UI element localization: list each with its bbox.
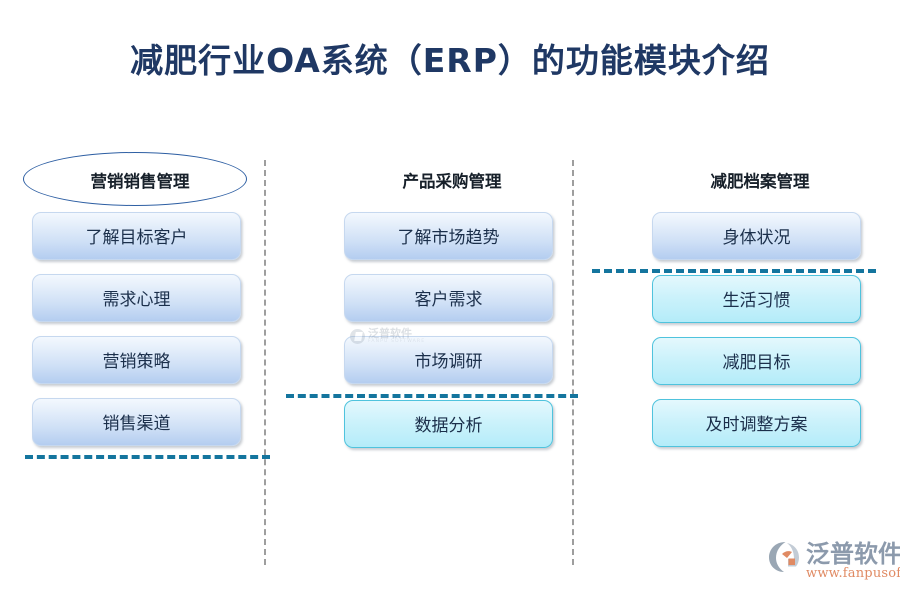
fanpu-logo-icon (768, 541, 802, 573)
brand-logo[interactable]: 泛普软件 www.fanpusoft.com (768, 541, 900, 581)
module-box[interactable]: 市场调研 (344, 336, 553, 384)
brand-logo-text: 泛普软件 www.fanpusoft.com (806, 541, 900, 581)
module-label: 市场调研 (414, 351, 483, 371)
header-highlight-ellipse (23, 152, 247, 206)
column-divider-2 (572, 160, 574, 565)
brand-name: 泛普软件 (806, 540, 900, 568)
module-box[interactable]: 销售渠道 (32, 398, 241, 446)
module-label: 销售渠道 (102, 413, 171, 433)
module-label: 客户需求 (414, 289, 483, 309)
module-label: 及时调整方案 (705, 414, 808, 434)
page-title: 减肥行业OA系统（ERP）的功能模块介绍 (130, 41, 770, 80)
phase-separator-col3 (592, 269, 876, 273)
module-label: 需求心理 (102, 289, 171, 309)
module-label: 了解目标客户 (85, 227, 188, 247)
module-box[interactable]: 身体状况 (652, 212, 861, 260)
module-box[interactable]: 客户需求 (344, 274, 553, 322)
column-divider-1 (264, 160, 266, 565)
module-box-highlighted[interactable]: 及时调整方案 (652, 399, 861, 447)
module-label: 减肥目标 (722, 352, 791, 372)
module-label: 营销策略 (102, 351, 171, 371)
module-label: 身体状况 (722, 227, 791, 247)
module-label: 了解市场趋势 (397, 227, 500, 247)
module-label: 生活习惯 (722, 290, 791, 310)
module-label: 数据分析 (414, 415, 483, 435)
phase-separator-col1 (25, 455, 270, 459)
phase-separator-col2 (286, 394, 578, 398)
module-box-highlighted[interactable]: 减肥目标 (652, 337, 861, 385)
module-box-highlighted[interactable]: 数据分析 (344, 400, 553, 448)
module-box[interactable]: 了解目标客户 (32, 212, 241, 260)
column-header-weightloss-records[interactable]: 减肥档案管理 (710, 172, 810, 191)
module-box[interactable]: 需求心理 (32, 274, 241, 322)
module-box[interactable]: 营销策略 (32, 336, 241, 384)
column-header-marketing-sales[interactable]: 营销销售管理 (90, 172, 190, 191)
column-header-product-purchasing[interactable]: 产品采购管理 (402, 172, 502, 191)
module-box[interactable]: 了解市场趋势 (344, 212, 553, 260)
brand-url: www.fanpusoft.com (806, 566, 900, 581)
module-box-highlighted[interactable]: 生活习惯 (652, 275, 861, 323)
